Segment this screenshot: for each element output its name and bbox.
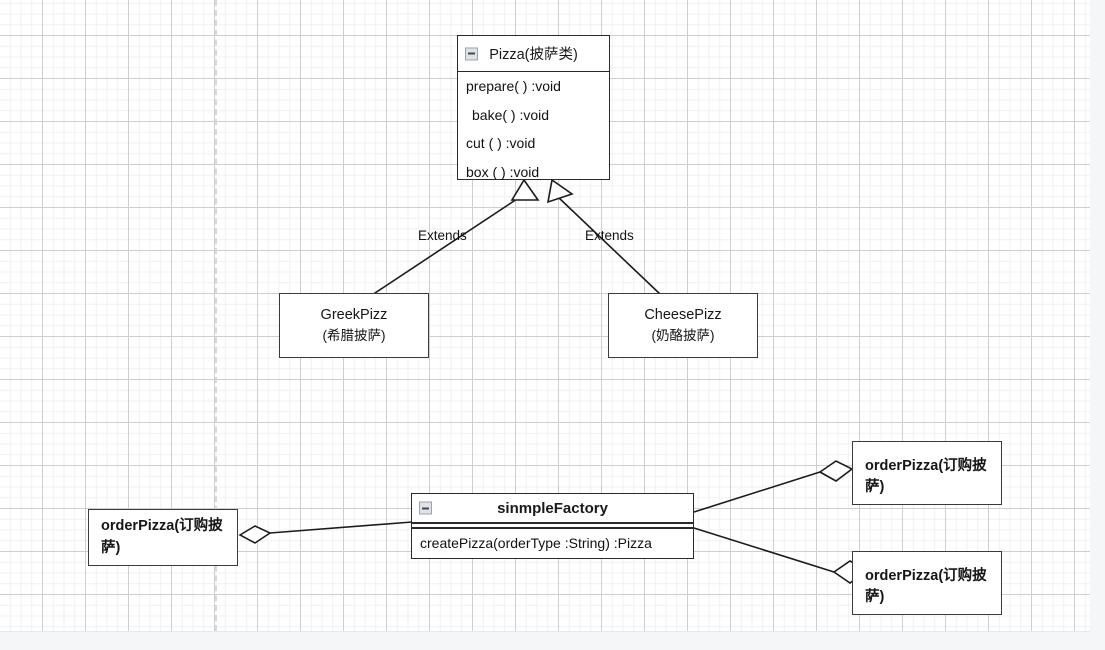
class-section-divider: [412, 522, 693, 529]
class-method-box: box ( ) :void: [466, 163, 540, 180]
class-node-cheesepizz[interactable]: CheesePizz (奶酪披萨): [608, 293, 758, 358]
class-node-simplefactory[interactable]: sinmpleFactory createPizza(orderType :St…: [411, 493, 694, 559]
edge-label-extends-left: Extends: [418, 228, 467, 243]
class-body-simplefactory: createPizza(orderType :String) :Pizza: [412, 529, 693, 558]
edge-factory-bottom-right[interactable]: [693, 527, 868, 584]
orderpizza-top-right-label: orderPizza(订购披萨): [865, 458, 987, 496]
connector-layer: [238, 178, 868, 584]
class-node-orderpizza-top-right[interactable]: orderPizza(订购披萨): [852, 441, 1002, 505]
cheesepizz-label-zh: (奶酪披萨): [651, 328, 715, 344]
class-method-cut: cut ( ) :void: [466, 135, 536, 151]
class-node-pizza[interactable]: Pizza(披萨类) prepare( ) :void bake( ) :voi…: [457, 35, 610, 180]
class-body-pizza: prepare( ) :void bake( ) :void cut ( ) :…: [458, 72, 609, 186]
edge-factory-top-right[interactable]: [693, 460, 854, 513]
class-node-orderpizza-bottom-right[interactable]: orderPizza(订购披萨): [852, 551, 1002, 615]
orderpizza-bottom-right-label: orderPizza(订购披萨): [865, 568, 987, 606]
class-node-orderpizza-left[interactable]: orderPizza(订购披萨): [88, 509, 238, 566]
drawing-canvas[interactable]: Extends Extends Pizza(披萨类) prepare( ) :v…: [0, 0, 1090, 631]
edge-label-extends-right: Extends: [585, 228, 634, 243]
class-header-pizza[interactable]: Pizza(披萨类): [458, 36, 609, 72]
orderpizza-left-label: orderPizza(订购披萨): [101, 518, 223, 556]
class-node-greekpizz[interactable]: GreekPizz (希腊披萨): [279, 293, 429, 358]
greekpizz-label-en: GreekPizz: [320, 307, 388, 324]
minus-icon[interactable]: [465, 47, 478, 60]
class-header-simplefactory[interactable]: sinmpleFactory: [412, 494, 693, 522]
class-method-createpizza: createPizza(orderType :String) :Pizza: [420, 535, 652, 551]
page-break-guide: [215, 0, 217, 631]
greekpizz-label-zh: (希腊披萨): [322, 328, 386, 344]
edge-greek-extends[interactable]: [371, 178, 540, 296]
class-method-bake: bake( ) :void: [472, 106, 550, 123]
class-name-simplefactory: sinmpleFactory: [497, 499, 608, 517]
edge-cheese-extends[interactable]: [546, 178, 662, 296]
right-gutter: [1090, 0, 1105, 650]
cheesepizz-label-en: CheesePizz: [644, 307, 722, 324]
bottom-gutter: [0, 631, 1090, 650]
class-name-pizza: Pizza(披萨类): [489, 47, 578, 63]
minus-icon[interactable]: [419, 501, 432, 515]
edge-factory-left[interactable]: [238, 521, 413, 544]
class-method-prepare: prepare( ) :void: [466, 78, 561, 94]
